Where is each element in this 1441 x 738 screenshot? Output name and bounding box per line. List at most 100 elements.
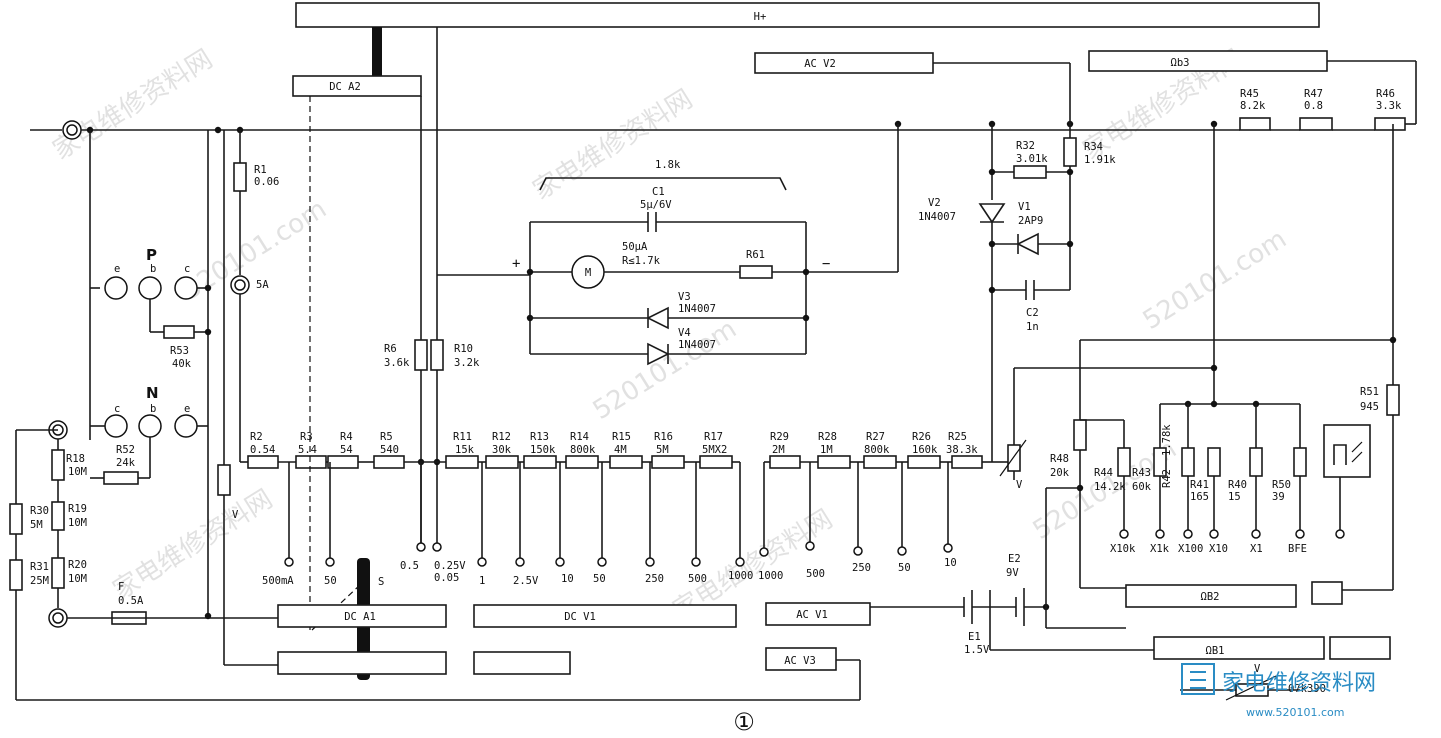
r12-value: 30k: [492, 444, 512, 456]
pot-v-label: V: [1016, 479, 1023, 491]
bus-ohm-b1-label: ΩB1: [1206, 645, 1225, 657]
r1-value: 0.06: [254, 176, 279, 188]
r20-value: 10M: [68, 573, 87, 585]
v2-value: 1N4007: [918, 211, 956, 223]
resistor-r13: [523, 455, 557, 469]
resistor-left-vertical: [217, 464, 231, 496]
r14-name: R14: [570, 431, 589, 443]
pnp-socket-b: [138, 276, 162, 300]
r2-name: R2: [250, 431, 263, 443]
r5-name: R5: [380, 431, 393, 443]
r40-value: 15: [1228, 491, 1241, 503]
bus-ohm-b3-label: Ωb3: [1171, 57, 1190, 69]
r5-value: 540: [380, 444, 399, 456]
r20-name: R20: [68, 559, 87, 571]
r29-name: R29: [770, 431, 789, 443]
meter-symbol: M: [585, 267, 591, 279]
watermark: 家电维修资料网 520101.com 家电维修资料网 520101.com 家电…: [48, 44, 1292, 626]
npn-socket-b: [138, 414, 162, 438]
resistor-r15: [609, 455, 643, 469]
npn-pin-c: c: [114, 403, 120, 415]
e2-name: E2: [1008, 553, 1021, 565]
jack-5a-label: 5A: [256, 279, 269, 291]
resistor-r17: [699, 455, 733, 469]
ohm-tap-x10: X10: [1209, 543, 1228, 555]
switch-shaft-top: [372, 27, 382, 77]
r26-value: 160k: [912, 444, 938, 456]
r45-value: 8.2k: [1240, 100, 1266, 112]
resistor-r31: [9, 559, 23, 591]
tap-0-05: 0.05: [434, 572, 459, 584]
tap-1: 1: [479, 575, 485, 587]
r4-name: R4: [340, 431, 353, 443]
r6-value: 3.6k: [384, 357, 410, 369]
v3-value: 1N4007: [678, 303, 716, 315]
r48-name: R48: [1050, 453, 1069, 465]
resistor-r20: [51, 557, 65, 589]
r43-name: R43: [1132, 467, 1151, 479]
v4-name: V4: [678, 327, 691, 339]
v4-value: 1N4007: [678, 339, 716, 351]
resistor-r25: [951, 455, 983, 469]
watermark-domain: 520101.com: [178, 194, 332, 306]
pnp-pin-e: e: [114, 263, 120, 275]
r3-value: 5.4: [298, 444, 317, 456]
bus-dc-v1: [473, 604, 737, 628]
v3-name: V3: [678, 291, 691, 303]
resistor-r41: [1207, 447, 1221, 477]
ohm-tap-x1: X1: [1250, 543, 1263, 555]
bus-ac-v2-label: AC V2: [804, 58, 836, 70]
r34-value: 1.91k: [1084, 154, 1116, 166]
r11-value: 15k: [455, 444, 475, 456]
bus-ohm-b3: [1088, 50, 1328, 72]
bus-h-plus-label: H+: [754, 11, 767, 23]
tap-2-5v: 2.5V: [513, 575, 539, 587]
r10-value: 3.2k: [454, 357, 480, 369]
resistor-r26: [907, 455, 941, 469]
r17-name: R17: [704, 431, 723, 443]
e1-name: E1: [968, 631, 981, 643]
acv-tap-250: 250: [852, 562, 871, 574]
pnp-socket-c: [174, 276, 198, 300]
r4-value: 54: [340, 444, 353, 456]
meter-spec-resistance: R≤1.7k: [622, 255, 661, 267]
resistor-r32: [1013, 165, 1047, 179]
bus-ohm-b2: [1125, 584, 1297, 608]
watermark-text: 家电维修资料网: [528, 84, 698, 206]
r50-value: 39: [1272, 491, 1285, 503]
npn-socket-e: [174, 414, 198, 438]
r43-value: 60k: [1132, 481, 1152, 493]
pnp-pin-b: b: [150, 263, 156, 275]
r51-value: 945: [1360, 401, 1379, 413]
dcv-divider-chain: R11 15k R12 30k R13 150k R14 800k R15 4M…: [445, 431, 741, 558]
r41-value: 165: [1190, 491, 1209, 503]
meter-range-label: 1.8k: [655, 159, 681, 171]
npn-socket-c: [104, 414, 128, 438]
pnp-pin-c: c: [184, 263, 190, 275]
tap-0-25v: 0.25V: [434, 560, 466, 572]
npn-pin-b: b: [150, 403, 156, 415]
c2-name: C2: [1026, 307, 1039, 319]
resistor-r30: [9, 503, 23, 535]
r51-name: R51: [1360, 386, 1379, 398]
watermark-domain: 520101.com: [1138, 224, 1292, 336]
potentiometer-v: [1007, 444, 1021, 472]
r27-name: R27: [866, 431, 885, 443]
r44-name: R44: [1094, 467, 1113, 479]
r40-name: R40: [1228, 479, 1247, 491]
acv-tap-500: 500: [806, 568, 825, 580]
r6-name: R6: [384, 343, 397, 355]
resistor-r42: [1181, 447, 1195, 477]
varistor-label: V: [1254, 663, 1261, 675]
bus-ohm-b2-label: ΩB2: [1201, 591, 1220, 603]
diode-v3: [646, 306, 669, 330]
resistor-r29: [769, 455, 801, 469]
r19-name: R19: [68, 503, 87, 515]
varistor-part: 07k390: [1288, 683, 1326, 695]
r1-name: R1: [254, 164, 267, 176]
logo-text: 家电维修资料网: [1222, 671, 1376, 696]
bus-dc-a1-label: DC A1: [344, 611, 376, 623]
r25-name: R25: [948, 431, 967, 443]
resistor-r10: [430, 339, 444, 371]
r18-name: R18: [66, 453, 85, 465]
